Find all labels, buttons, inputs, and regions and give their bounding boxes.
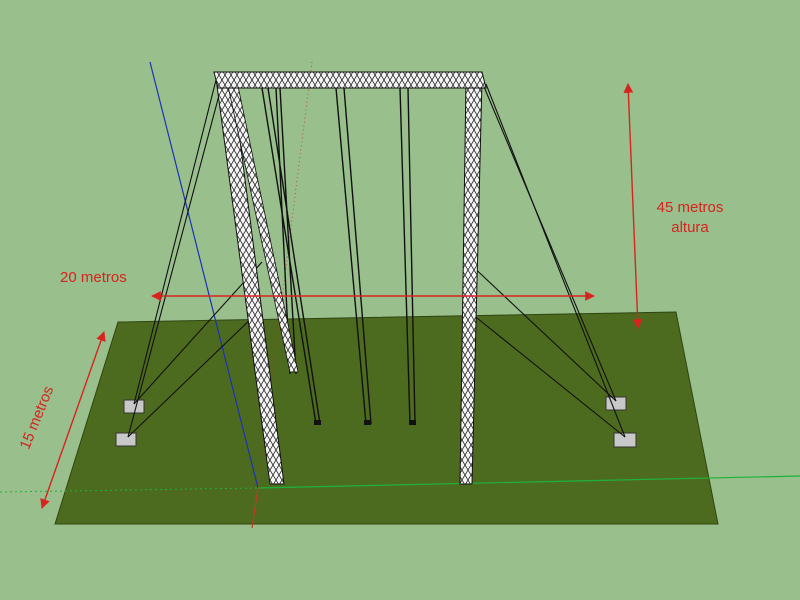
height-label-line1: 45 metros xyxy=(656,199,724,216)
member-foot xyxy=(314,420,321,425)
hanging-members xyxy=(261,87,416,425)
anchor-pad xyxy=(605,396,627,411)
member-foot xyxy=(364,420,371,425)
height-label: 45 metros altura xyxy=(640,198,740,238)
guy-cables xyxy=(127,79,626,438)
member-foot xyxy=(409,420,416,425)
anchor-pad xyxy=(115,432,137,447)
axis-blue xyxy=(149,61,259,489)
ground-plane xyxy=(54,311,719,525)
top-truss-beam xyxy=(213,71,487,89)
axis-green xyxy=(257,475,800,489)
axis-red xyxy=(251,487,259,529)
width-label: 20 metros xyxy=(60,269,127,286)
dimension-height-line xyxy=(623,83,643,329)
dimension-depth-line xyxy=(40,331,106,509)
axis-green-dotted xyxy=(0,487,259,493)
height-label-line2: altura xyxy=(671,219,709,236)
anchor-pad xyxy=(613,432,637,448)
